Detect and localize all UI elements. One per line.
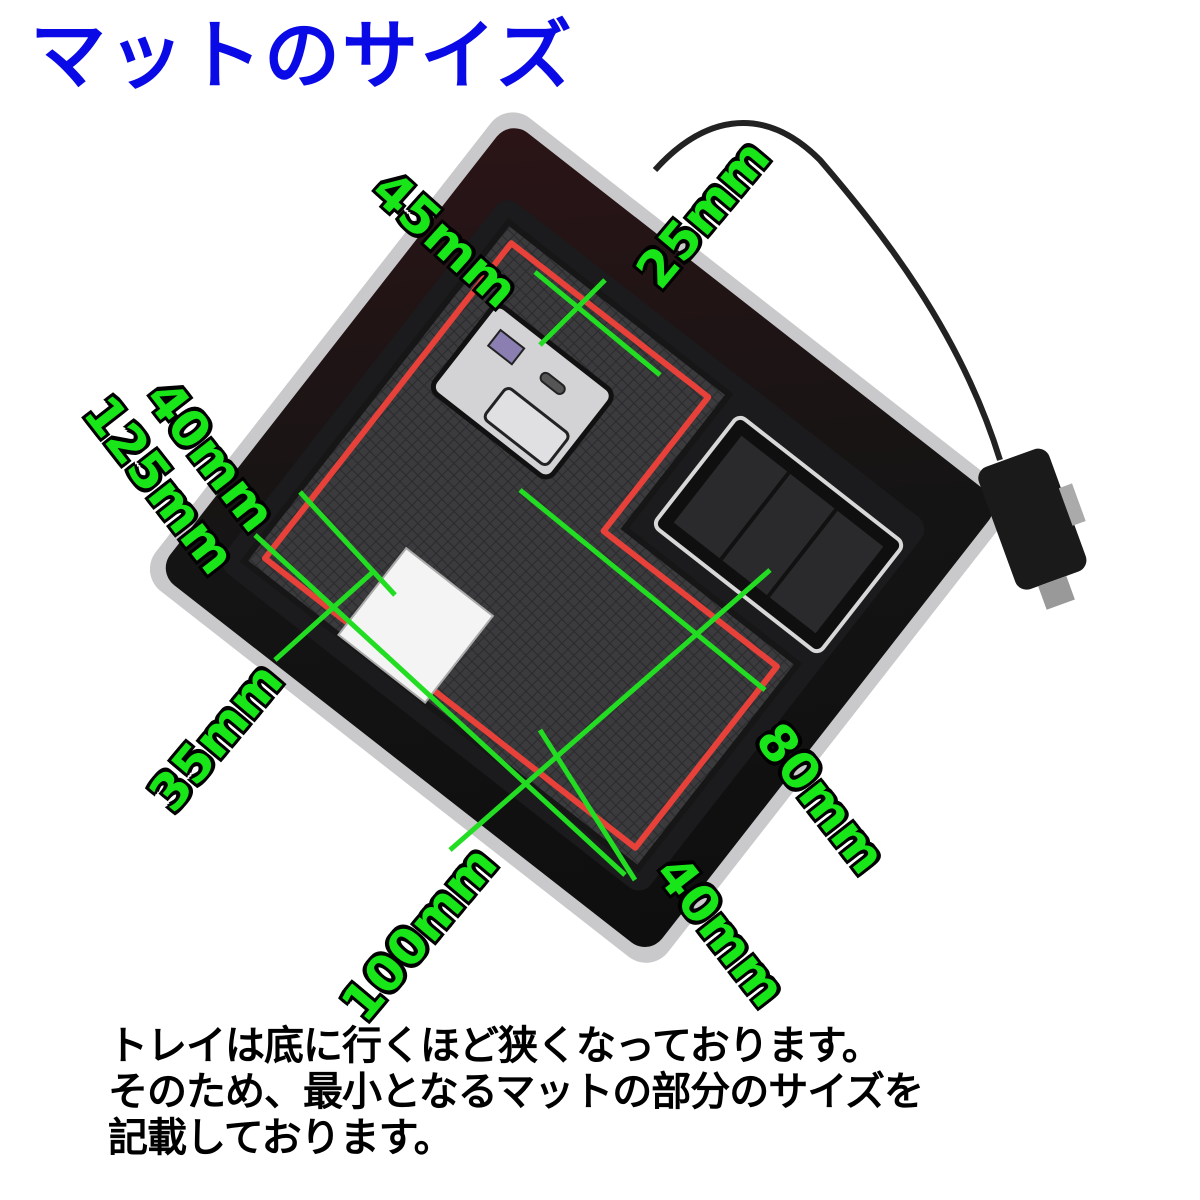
usb-c-port [539,371,566,395]
usb-a-port [486,328,526,366]
caption-line-3: 記載しております。 [108,1115,454,1161]
caption-line-1: トレイは底に行くほど狭くなっております。 [108,1023,882,1069]
measurement-lines [253,270,772,882]
caption-line-2: そのため、最小となるマットの部分のサイズを [108,1069,924,1115]
mat-outline [261,240,780,851]
mat-surface [239,217,803,874]
charger-cable [652,120,1003,461]
page-title: マットのサイズ [30,11,574,100]
car-charger [978,448,1087,610]
caption: トレイは底に行くほど狭くなっております。 そのため、最小となるマットの部分のサイ… [108,1023,924,1161]
tray-cutout [337,546,495,704]
